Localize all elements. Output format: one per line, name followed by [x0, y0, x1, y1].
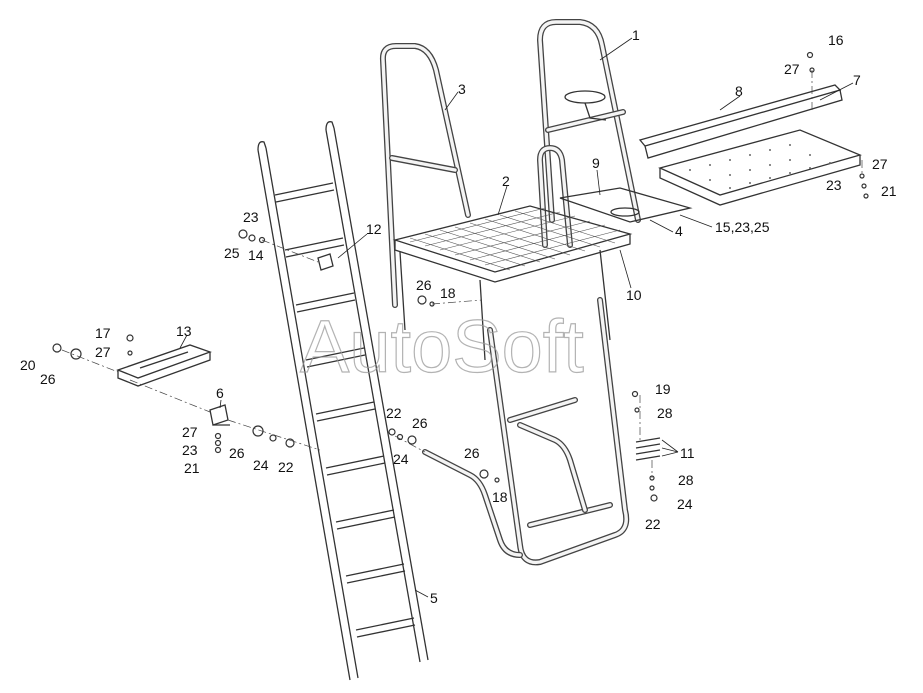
label-26d: 26 — [416, 277, 432, 293]
label-26a: 26 — [40, 371, 56, 387]
label-27c: 27 — [784, 61, 800, 77]
fasteners — [52, 51, 869, 502]
callout-labels: 1 2 3 4 5 6 7 8 9 10 11 12 13 14 15,23,2… — [20, 27, 897, 606]
label-4: 4 — [675, 223, 683, 239]
alignment-lines — [61, 70, 863, 478]
label-3: 3 — [458, 81, 466, 97]
platform-grating — [392, 205, 633, 361]
label-16: 16 — [828, 32, 844, 48]
label-18a: 18 — [440, 285, 456, 301]
ladder-rungs — [274, 182, 416, 638]
watermark-text: AutoSoft — [300, 305, 584, 388]
label-26e: 26 — [464, 445, 480, 461]
label-9: 9 — [592, 155, 600, 171]
label-23b: 23 — [182, 442, 198, 458]
ladder-5 — [257, 121, 429, 681]
label-27d: 27 — [872, 156, 888, 172]
label-1: 1 — [632, 27, 640, 43]
label-27a: 27 — [95, 344, 111, 360]
label-27b: 27 — [182, 424, 198, 440]
handrail-2 — [537, 145, 573, 248]
label-28b: 28 — [678, 472, 694, 488]
label-26b: 26 — [229, 445, 245, 461]
label-26c: 26 — [412, 415, 428, 431]
label-22b: 22 — [386, 405, 402, 421]
label-22c: 22 — [645, 516, 661, 532]
label-20: 20 — [20, 357, 36, 373]
shim-stack-11 — [635, 437, 661, 461]
label-5: 5 — [430, 590, 438, 606]
step-plate-13 — [116, 344, 212, 387]
label-22a: 22 — [278, 459, 294, 475]
label-7: 7 — [853, 72, 861, 88]
label-28a: 28 — [657, 405, 673, 421]
label-21a: 21 — [184, 460, 200, 476]
label-13: 13 — [176, 323, 192, 339]
handrail-1 — [537, 19, 641, 223]
plate-7 — [658, 129, 862, 206]
label-19: 19 — [655, 381, 671, 397]
label-6: 6 — [216, 385, 224, 401]
label-8: 8 — [735, 83, 743, 99]
label-14: 14 — [248, 247, 264, 263]
label-15-23-25: 15,23,25 — [715, 219, 770, 235]
label-25: 25 — [224, 245, 240, 261]
label-10: 10 — [626, 287, 642, 303]
label-17: 17 — [95, 325, 111, 341]
label-21b: 21 — [881, 183, 897, 199]
bracket-tube — [422, 422, 588, 558]
leader-lines — [179, 37, 854, 598]
label-24b: 24 — [393, 451, 409, 467]
label-24c: 24 — [677, 496, 693, 512]
label-18b: 18 — [492, 489, 508, 505]
label-2: 2 — [502, 173, 510, 189]
clamp-12 — [317, 253, 334, 271]
handrail-3 — [379, 43, 471, 308]
label-23a: 23 — [243, 209, 259, 225]
plate-9 — [559, 187, 693, 223]
label-12: 12 — [366, 221, 382, 237]
label-23c: 23 — [826, 177, 842, 193]
label-24a: 24 — [253, 457, 269, 473]
label-11: 11 — [680, 445, 695, 461]
